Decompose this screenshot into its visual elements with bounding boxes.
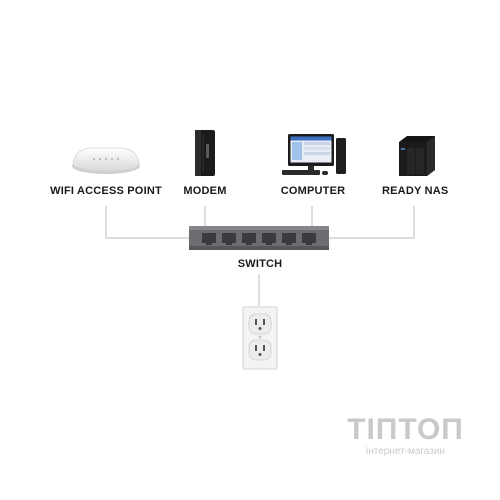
modem-icon — [195, 130, 215, 176]
watermark-subtitle: інтернет-магазин — [365, 446, 445, 457]
switch-port — [262, 233, 276, 243]
switch-port-tab — [226, 243, 232, 245]
modem-label: MODEM — [183, 185, 227, 197]
computer-label: COMPUTER — [280, 185, 346, 197]
switch-port — [282, 233, 296, 243]
switch-port — [202, 233, 216, 243]
wifi-cable — [105, 206, 190, 239]
switch-port — [222, 233, 236, 243]
watermark: TIПТОП інтернет-магазин — [343, 414, 468, 458]
switch-port-tab — [306, 243, 312, 245]
ready-nas-icon — [399, 136, 435, 176]
switch-port-tab — [286, 243, 292, 245]
nas-cable — [328, 206, 415, 239]
wifi-access-point-icon — [72, 147, 140, 174]
switch-port — [242, 233, 256, 243]
computer-icon — [282, 134, 346, 175]
power-outlet-icon — [242, 306, 278, 370]
watermark-logo: TIПТОП — [347, 413, 464, 446]
switch-port-tab — [206, 243, 212, 245]
switch-ports — [202, 233, 316, 245]
switch-icon — [189, 226, 329, 250]
switch-port-tab — [266, 243, 272, 245]
switch-label: SWITCH — [237, 258, 283, 270]
switch-port — [302, 233, 316, 243]
ready-nas-label: READY NAS — [382, 185, 449, 197]
switch-port-tab — [246, 243, 252, 245]
wifi-access-point-label: WIFI ACCESS POINT — [50, 185, 162, 197]
